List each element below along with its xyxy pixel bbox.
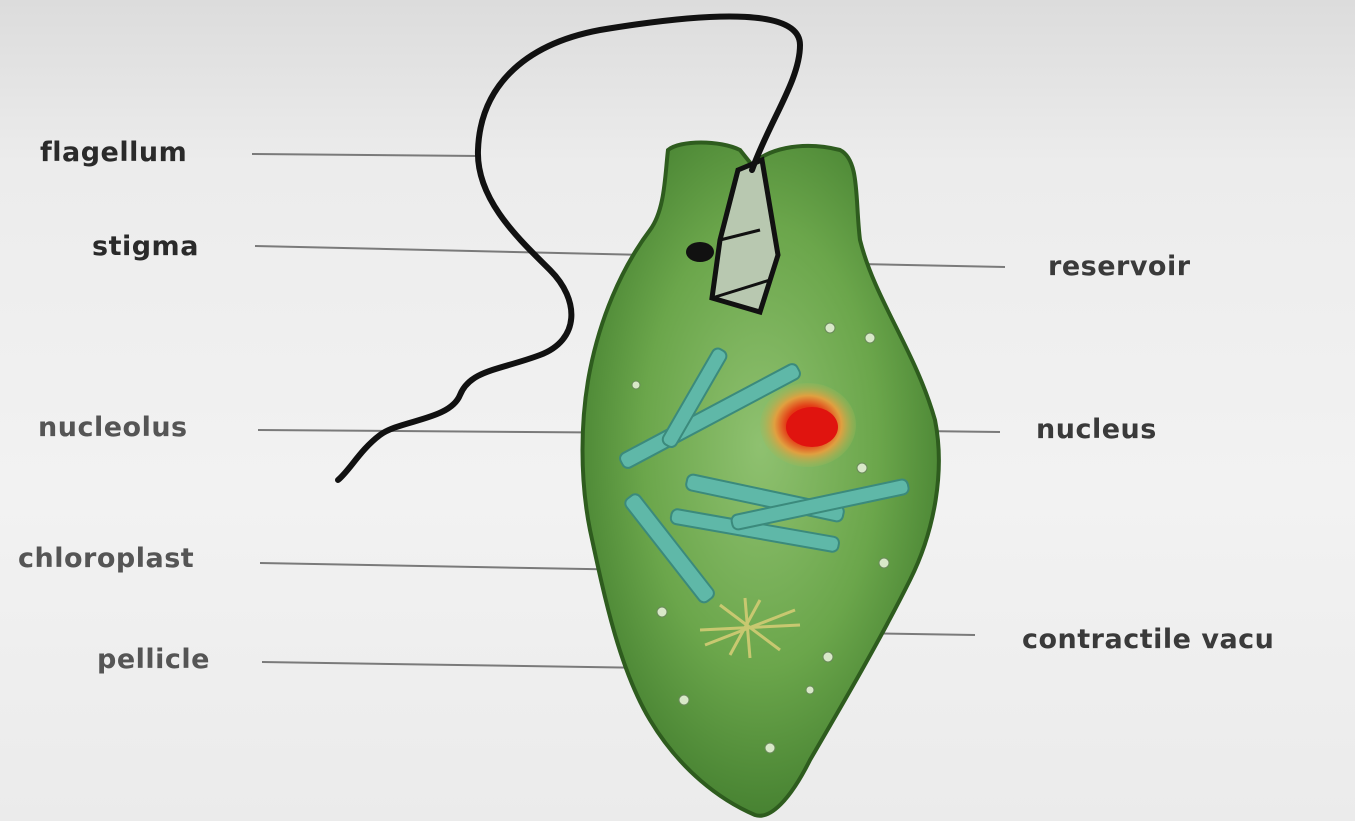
leader-line-chloroplast [260, 563, 640, 570]
label-nucleus: nucleus [1036, 416, 1157, 443]
label-stigma: stigma [92, 233, 199, 260]
leader-line-flagellum [252, 154, 480, 156]
label-nucleolus: nucleolus [38, 414, 188, 441]
stigma [686, 242, 714, 262]
label-reservoir: reservoir [1048, 253, 1191, 280]
leader-line-pellicle [262, 662, 655, 668]
label-chloroplast: chloroplast [18, 545, 194, 572]
label-contractile-vacuole: contractile vacu [1022, 626, 1274, 653]
label-pellicle: pellicle [97, 646, 210, 673]
label-flagellum: flagellum [40, 139, 187, 166]
nucleolus [786, 407, 838, 447]
leader-line-stigma [255, 246, 690, 256]
